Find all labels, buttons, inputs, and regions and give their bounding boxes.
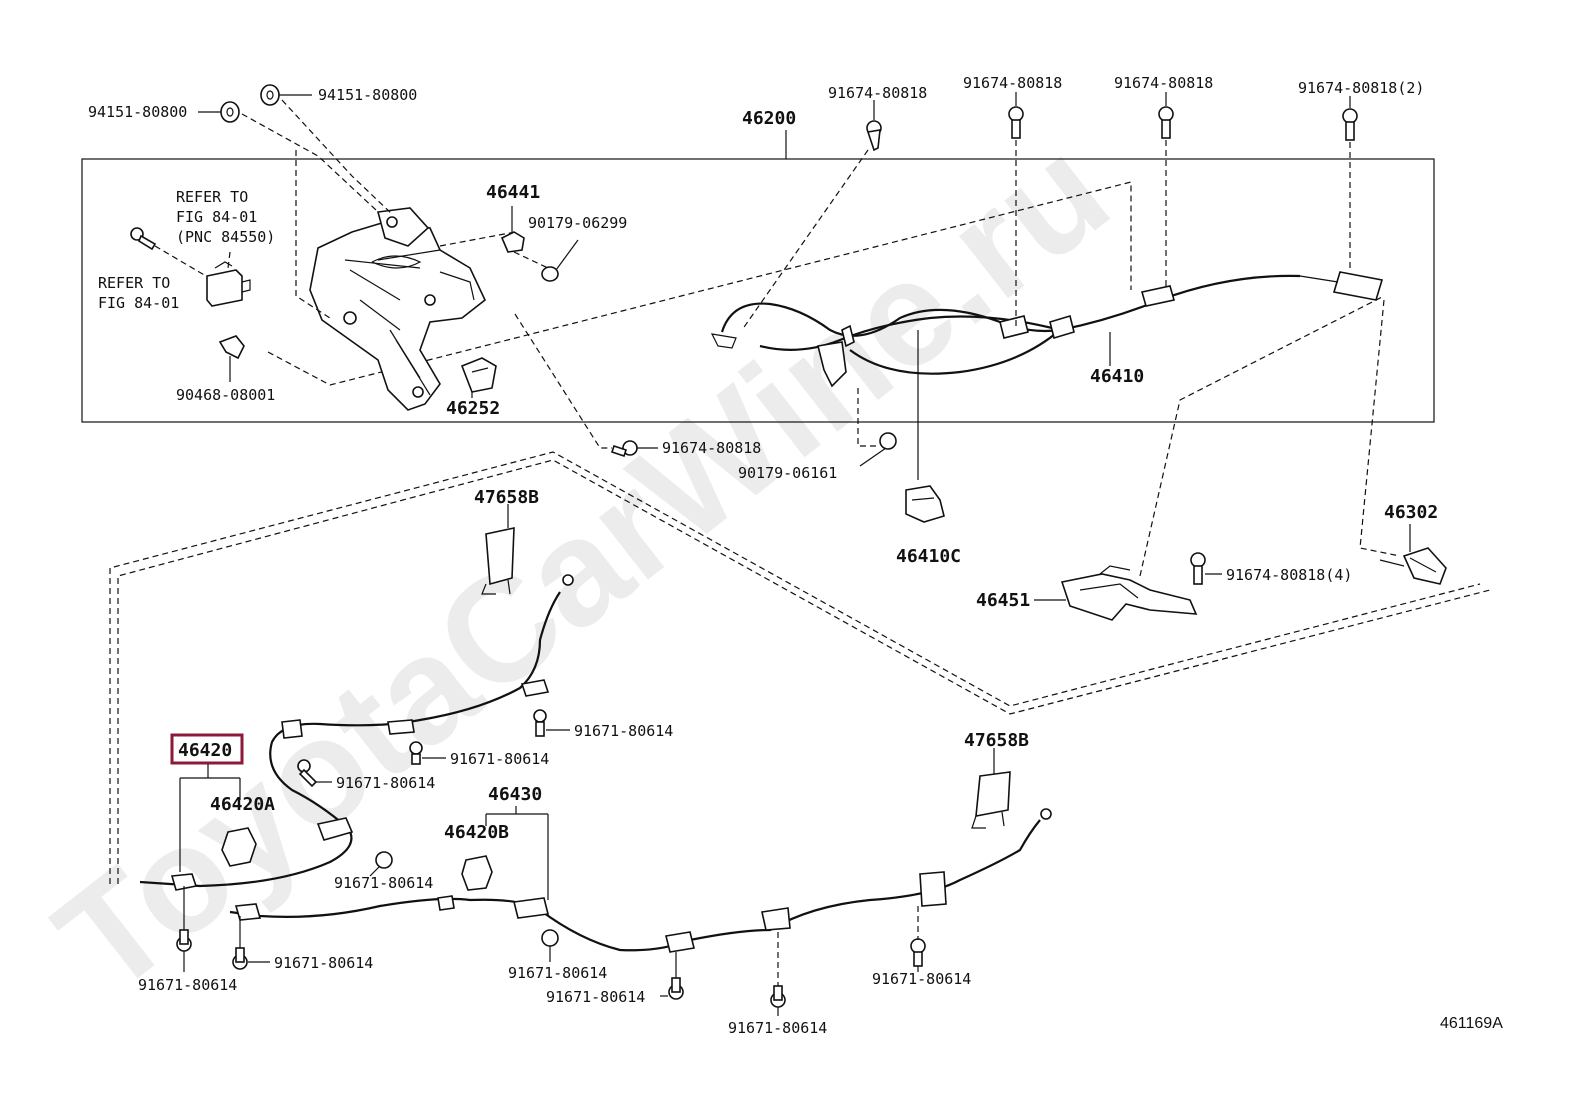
bolt-91671-10-icon[interactable] bbox=[910, 938, 926, 967]
label-91671-80614-3: 91671-80614 bbox=[336, 774, 435, 792]
rear-cable-46430[interactable] bbox=[229, 808, 1052, 953]
label-91671-80614-8: 91671-80614 bbox=[546, 988, 645, 1006]
label-47658B-lower: 47658B bbox=[964, 730, 1029, 751]
grommet-46420A-icon[interactable] bbox=[221, 827, 257, 867]
label-46420B: 46420B bbox=[444, 822, 509, 843]
label-91671-80614-2: 91671-80614 bbox=[450, 750, 549, 768]
label-46451: 46451 bbox=[976, 590, 1030, 611]
clamp-47658B-lower-icon[interactable] bbox=[971, 771, 1011, 829]
refer-line-3: (PNC 84550) bbox=[176, 228, 275, 246]
bolt-91674-4-icon[interactable] bbox=[1342, 108, 1358, 141]
label-91671-80614-6: 91671-80614 bbox=[274, 954, 373, 972]
nut-94151-left-icon[interactable] bbox=[220, 101, 240, 123]
label-46441: 46441 bbox=[486, 182, 540, 203]
label-46410: 46410 bbox=[1090, 366, 1144, 387]
label-91671-80614-10: 91671-80614 bbox=[872, 970, 971, 988]
nut-91671-7-icon[interactable] bbox=[541, 929, 559, 947]
label-91671-80614-5: 91671-80614 bbox=[138, 976, 237, 994]
clamp-46410C-icon[interactable] bbox=[905, 485, 945, 523]
label-46252: 46252 bbox=[446, 398, 500, 419]
label-91674-80818-2x: 91674-80818(2) bbox=[1298, 79, 1424, 97]
lower-plane-outline bbox=[109, 451, 1481, 884]
label-46420A: 46420A bbox=[210, 794, 275, 815]
label-91671-80614-7: 91671-80614 bbox=[508, 964, 607, 982]
bolt-91674-6-icon[interactable] bbox=[1190, 552, 1206, 585]
label-91674-80818-1: 91674-80818 bbox=[828, 84, 927, 102]
label-91674-80818-3: 91674-80818 bbox=[1114, 74, 1213, 92]
screw-refer-icon[interactable] bbox=[130, 227, 157, 251]
bolt-91671-1-icon[interactable] bbox=[533, 709, 547, 737]
stopper-46252-icon[interactable] bbox=[460, 357, 497, 393]
label-46410C: 46410C bbox=[896, 546, 961, 567]
label-46420[interactable]: 46420 bbox=[178, 740, 232, 761]
nut-90179-06161-icon[interactable] bbox=[879, 432, 897, 450]
label-94151-80800-right: 94151-80800 bbox=[318, 86, 417, 104]
bolt-91671-8-icon[interactable] bbox=[668, 977, 684, 1000]
nut-94151-right-icon[interactable] bbox=[260, 84, 280, 106]
switch-connector-icon[interactable] bbox=[206, 261, 251, 307]
front-cable-46410[interactable] bbox=[710, 271, 1384, 388]
label-90179-06299: 90179-06299 bbox=[528, 214, 627, 232]
upper-plane-outline bbox=[267, 181, 1132, 386]
label-91671-80614-4: 91671-80614 bbox=[334, 874, 433, 892]
clip-90468-icon[interactable] bbox=[218, 335, 245, 360]
refer-line-1: REFER TO bbox=[176, 188, 248, 206]
label-91671-80614-1: 91671-80614 bbox=[574, 722, 673, 740]
bolt-91671-3-icon[interactable] bbox=[297, 759, 318, 788]
clamp-47658B-upper-icon[interactable] bbox=[481, 527, 515, 595]
label-47658B-upper: 47658B bbox=[474, 487, 539, 508]
highlight-46420 bbox=[170, 733, 244, 765]
bolt-91671-6-icon[interactable] bbox=[232, 947, 248, 970]
label-90468-08001: 90468-08001 bbox=[176, 386, 275, 404]
label-91674-80818-5: 91674-80818 bbox=[662, 439, 761, 457]
bolt-91674-1-icon[interactable] bbox=[866, 120, 882, 152]
bolt-91674-2-icon[interactable] bbox=[1008, 106, 1024, 139]
label-90179-06161: 90179-06161 bbox=[738, 464, 837, 482]
bolt-91671-2-icon[interactable] bbox=[409, 741, 423, 765]
refer-line-2: FIG 84-01 bbox=[176, 208, 257, 226]
equalizer-46302[interactable] bbox=[1379, 547, 1447, 585]
label-94151-80800-left: 94151-80800 bbox=[88, 103, 187, 121]
grommet-46420B-icon[interactable] bbox=[461, 855, 493, 891]
label-46200: 46200 bbox=[742, 108, 796, 129]
parking-brake-pedal-assembly[interactable] bbox=[309, 207, 486, 411]
nut-91671-4-icon[interactable] bbox=[375, 851, 393, 869]
cushion-46441-icon[interactable] bbox=[500, 231, 525, 253]
bracket-46451[interactable] bbox=[1060, 565, 1198, 621]
label-91674-80818-4x: 91674-80818(4) bbox=[1226, 566, 1352, 584]
bolt-91674-3-icon[interactable] bbox=[1158, 106, 1174, 139]
label-46302: 46302 bbox=[1384, 502, 1438, 523]
bolt-91674-5-icon[interactable] bbox=[610, 440, 638, 458]
label-91674-80818-2: 91674-80818 bbox=[963, 74, 1062, 92]
refer2-line-1: REFER TO bbox=[98, 274, 170, 292]
figure-id: 461169A bbox=[1440, 1015, 1503, 1032]
nut-90179-06299-icon[interactable] bbox=[541, 266, 559, 282]
refer2-line-2: FIG 84-01 bbox=[98, 294, 179, 312]
bolt-91671-9-icon[interactable] bbox=[770, 985, 786, 1008]
label-46430: 46430 bbox=[488, 784, 542, 805]
assembly-46200-frame bbox=[81, 158, 1435, 423]
label-91671-80614-9: 91671-80614 bbox=[728, 1019, 827, 1037]
rear-cable-46420[interactable] bbox=[139, 574, 574, 891]
